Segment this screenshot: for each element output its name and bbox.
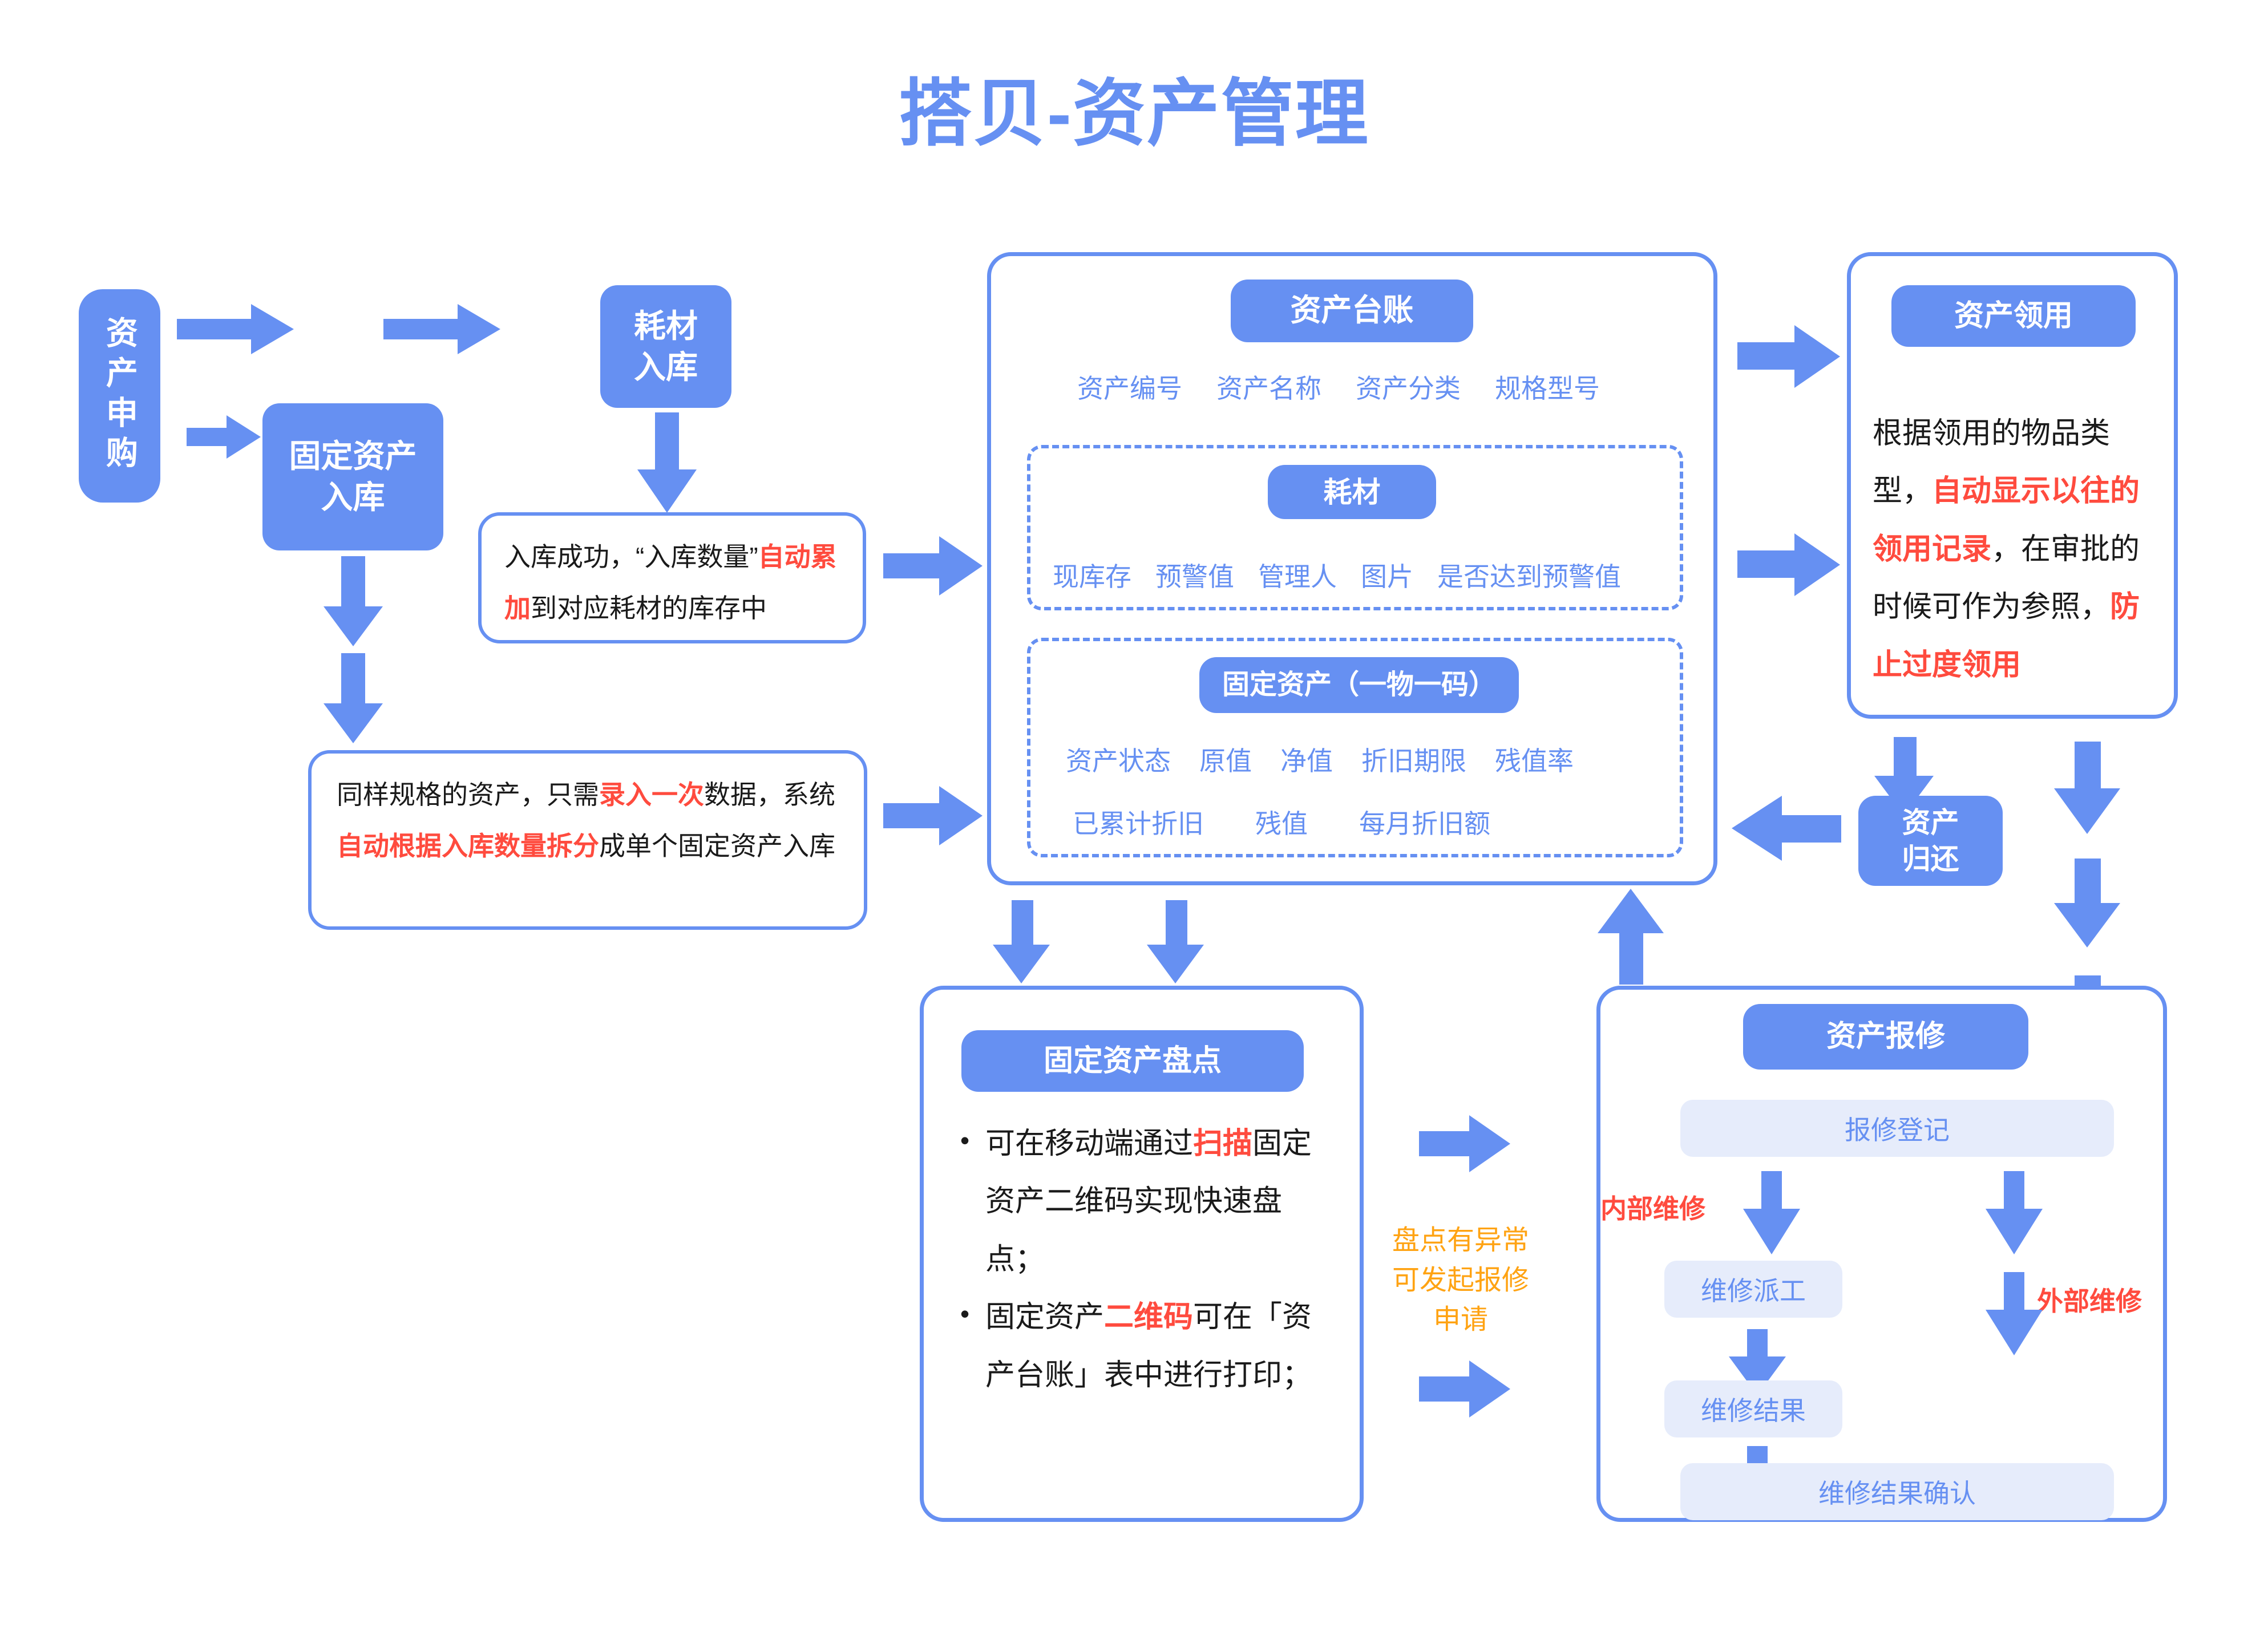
dashbox-fixed-asset xyxy=(1027,638,1683,857)
note-consumable-highlight1: 自动累加 xyxy=(504,542,837,623)
fixed-field: 残值率 xyxy=(1495,746,1574,776)
dashbox-consumable xyxy=(1027,445,1683,610)
claim-highlight2: 防止过度领用 xyxy=(1873,590,2140,682)
arrow-repair-up-to-ledger xyxy=(1598,889,1666,985)
node-fixed-asset-title[interactable]: 固定资产（一物一码） xyxy=(1199,657,1519,713)
arrow-repair-internal-1 xyxy=(1743,1171,1800,1256)
consumable-field: 管理人 xyxy=(1258,562,1337,592)
node-asset-return[interactable]: 资产 归还 xyxy=(1858,796,2003,886)
arrow-return-to-ledger xyxy=(1732,796,1843,861)
repair-confirm-box[interactable]: 维修结果确认 xyxy=(1680,1463,2114,1520)
inventory-b1-highlight: 扫描 xyxy=(1193,1127,1253,1160)
repair-result-box[interactable]: 维修结果 xyxy=(1664,1380,1842,1437)
fixed-field: 净值 xyxy=(1280,746,1333,776)
inventory-b1-part1: 可在移动端通过 xyxy=(985,1127,1194,1160)
ledger-field: 资产分类 xyxy=(1356,374,1461,403)
fixed-fields-row1: 资产状态 原值 净值 折旧期限 残值率 xyxy=(1066,740,1574,778)
ledger-field: 规格型号 xyxy=(1495,374,1600,403)
note-fixed-asset-split: 同样规格的资产，只需录入一次数据，系统自动根据入库数量拆分成单个固定资产入库 xyxy=(308,750,867,930)
note-consumable-part2: 到对应耗材的库存中 xyxy=(531,593,767,623)
arrow-note-consumable-to-ledger xyxy=(883,536,983,596)
arrow-claim-down-1 xyxy=(2054,742,2123,836)
arrow-fixed-down-1 xyxy=(324,556,383,647)
note-fixed-part3: 成单个固定资产入库 xyxy=(599,831,835,861)
consumable-field: 是否达到预警值 xyxy=(1437,562,1621,592)
node-consumable-inbound[interactable]: 耗材 入库 xyxy=(600,285,731,408)
list-item: 固定资产二维码可在「资产台账」表中进行打印； xyxy=(956,1289,1335,1404)
note-fixed-highlight2: 自动根据入库数量拆分 xyxy=(337,831,599,861)
ledger-field: 资产编号 xyxy=(1077,374,1182,403)
repair-register-box[interactable]: 报修登记 xyxy=(1680,1100,2114,1157)
bridge-note-text: 盘点有异常 可发起报修 申请 xyxy=(1392,1225,1529,1335)
list-item: 可在移动端通过扫描固定资产二维码实现快速盘点； xyxy=(956,1115,1335,1289)
fixed-field: 折旧期限 xyxy=(1361,746,1466,776)
arrow-consumable-down xyxy=(637,412,697,513)
fixed-field: 残值 xyxy=(1255,809,1308,839)
arrow-ledger-to-claim-2 xyxy=(1737,533,1843,596)
fixed-field: 资产状态 xyxy=(1066,746,1171,776)
ledger-top-fields: 资产编号 资产名称 资产分类 规格型号 xyxy=(1077,368,1600,406)
arrow-purchase-to-consumable-2 xyxy=(383,304,500,354)
fixed-fields-row2: 已累计折旧 残值 每月折旧额 xyxy=(1073,803,1490,841)
claim-highlight1: 自动显示以往的领用记录 xyxy=(1873,475,2140,566)
arrow-ledger-to-claim-1 xyxy=(1737,325,1843,388)
arrow-fixed-down-2 xyxy=(324,653,383,744)
fixed-field: 每月折旧额 xyxy=(1359,809,1490,839)
arrow-repair-external-1 xyxy=(1986,1171,2043,1256)
consumable-field: 预警值 xyxy=(1155,562,1234,592)
arrow-purchase-to-consumable-1 xyxy=(177,304,294,354)
fixed-field: 原值 xyxy=(1199,746,1252,776)
arrow-claim-down-2 xyxy=(2054,859,2123,949)
consumable-field: 图片 xyxy=(1361,562,1413,592)
inventory-b1-part2: 固定资产二维码实现快速盘点； xyxy=(985,1127,1312,1276)
page-title: 搭贝-资产管理 xyxy=(899,73,1369,155)
node-inventory-title[interactable]: 固定资产盘点 xyxy=(961,1030,1304,1092)
note-fixed-part2: 数据，系统 xyxy=(704,780,835,809)
inventory-b2-highlight: 二维码 xyxy=(1104,1301,1194,1334)
ledger-field: 资产名称 xyxy=(1216,374,1321,403)
note-fixed-highlight1: 录入一次 xyxy=(599,780,704,809)
node-consumable-title[interactable]: 耗材 xyxy=(1268,465,1436,519)
note-fixed-part1: 同样规格的资产，只需 xyxy=(337,780,599,809)
label-internal-repair: 内部维修 xyxy=(1600,1194,1705,1224)
arrow-purchase-to-fixed-in xyxy=(187,415,261,459)
arrow-inventory-to-repair-top xyxy=(1419,1115,1510,1172)
note-consumable-inbound: 入库成功，“入库数量”自动累加到对应耗材的库存中 xyxy=(478,512,866,643)
node-asset-purchase-request[interactable]: 资产申购 xyxy=(79,289,160,503)
claim-body-text: 根据领用的物品类型，自动显示以往的领用记录，在审批的时候可作为参照，防止过度领用 xyxy=(1873,405,2158,694)
inventory-bullet-list: 可在移动端通过扫描固定资产二维码实现快速盘点； 固定资产二维码可在「资产台账」表… xyxy=(956,1115,1335,1404)
arrow-repair-external-2 xyxy=(1986,1272,2043,1356)
node-repair-title[interactable]: 资产报修 xyxy=(1743,1004,2028,1070)
inventory-b2-part1: 固定资产 xyxy=(985,1301,1105,1334)
inventory-b2-part2: 可在「资产台账」表中进行打印； xyxy=(985,1301,1312,1392)
arrow-ledger-down-1 xyxy=(993,900,1053,985)
consumable-fields: 现库存 预警值 管理人 图片 是否达到预警值 xyxy=(1053,556,1621,594)
consumable-field: 现库存 xyxy=(1053,562,1131,592)
repair-dispatch-box[interactable]: 维修派工 xyxy=(1664,1261,1842,1318)
fixed-field: 已累计折旧 xyxy=(1073,809,1204,839)
arrow-inventory-to-repair-bottom xyxy=(1419,1360,1510,1418)
claim-part1: 根据领用的物品类型， xyxy=(1873,417,2111,508)
node-fixed-asset-inbound[interactable]: 固定资产 入库 xyxy=(262,403,443,550)
note-consumable-part1: 入库成功，“入库数量” xyxy=(504,542,758,572)
panel-asset-ledger xyxy=(987,252,1717,885)
label-external-repair: 外部维修 xyxy=(2037,1286,2142,1316)
claim-part2: ，在审批的时候可作为参照， xyxy=(1873,532,2140,624)
node-asset-ledger-title[interactable]: 资产台账 xyxy=(1231,280,1473,342)
arrow-note-fixed-to-ledger xyxy=(883,786,983,846)
arrow-ledger-down-2 xyxy=(1147,900,1207,985)
node-asset-claim-title[interactable]: 资产领用 xyxy=(1891,285,2136,347)
